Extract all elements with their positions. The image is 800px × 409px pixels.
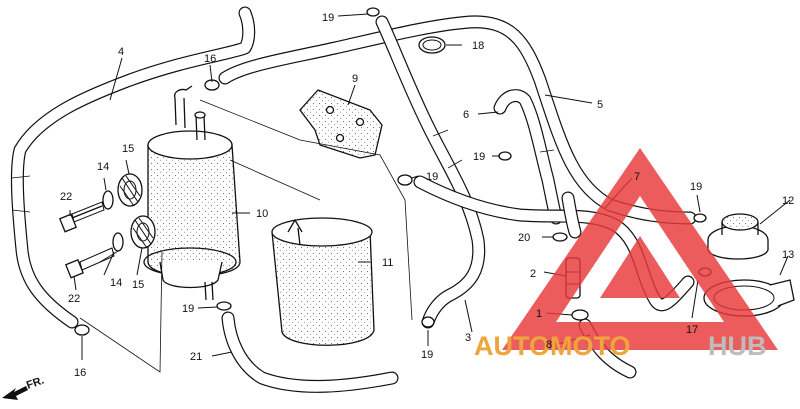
callout-2: 2 [530,268,536,280]
hose-short-20 [561,191,582,239]
hose-21 [221,311,399,393]
clip-1 [571,309,589,321]
callouts: 4 16 9 19 18 5 6 19 19 10 11 7 19 12 13 … [60,12,794,379]
callout-5: 5 [597,99,603,111]
callout-22-upper: 22 [60,191,72,203]
hose-3 [375,15,486,329]
clip-16-left [74,324,90,336]
front-label: FR. [25,374,46,391]
callout-14-upper: 14 [97,161,109,173]
clip-19-f [397,174,413,186]
hose-6 [493,89,563,225]
clip-19-d [216,301,232,311]
canister-10 [143,85,241,301]
clip-19-e [421,316,435,328]
hose-4 [10,6,256,329]
callout-22-lower: 22 [68,293,80,305]
clip-18 [418,36,446,54]
logo-inner-triangle [600,236,680,298]
hose-markings [11,129,555,213]
callout-19-lower-left: 19 [182,303,194,315]
reference-lines [79,99,413,373]
washer-14-upper [102,190,114,210]
callout-12: 12 [782,195,794,207]
callout-19-top: 19 [322,12,334,24]
valve-12 [707,213,769,260]
callout-19-right: 19 [690,181,702,193]
callout-20: 20 [518,232,530,244]
callout-14-lower: 14 [110,277,122,289]
callout-3: 3 [465,332,471,344]
callout-10: 10 [256,208,268,220]
clip-19-a [366,7,380,17]
callout-4: 4 [118,46,124,58]
callout-9: 9 [352,73,358,85]
callout-15-upper: 15 [122,143,134,155]
callout-16-top: 16 [204,53,216,65]
callout-18: 18 [472,40,484,52]
callout-19-mid: 19 [473,151,485,163]
grommet-15-lower [130,215,156,249]
front-arrow [2,386,28,400]
callout-16-left: 16 [74,367,86,379]
callout-1: 1 [536,308,542,320]
callout-17: 17 [686,324,698,336]
bolt-22-upper [58,201,105,233]
callout-11: 11 [382,257,393,269]
callout-8: 8 [546,339,552,351]
bolt-22-lower [64,247,115,279]
callout-7: 7 [634,171,640,183]
clip-19-b [498,151,512,161]
logo-triangle [502,148,778,350]
washer-14-lower [112,232,124,252]
clip-19-c [693,213,707,223]
callout-13: 13 [782,249,794,261]
clip-20 [552,232,568,242]
bracket-9 [299,89,383,159]
grommet-15-upper [117,173,143,207]
case-11 [271,217,375,346]
callout-15-lower: 15 [132,279,144,291]
callout-19-bottom: 19 [421,349,433,361]
watermark-text-automoto: AUTOMOTO [474,331,631,361]
watermark-logo [502,148,778,350]
callout-6: 6 [463,109,469,121]
watermark-text-hub: HUB [708,331,767,361]
callout-19-left: 19 [426,171,438,183]
callout-21: 21 [190,351,202,363]
